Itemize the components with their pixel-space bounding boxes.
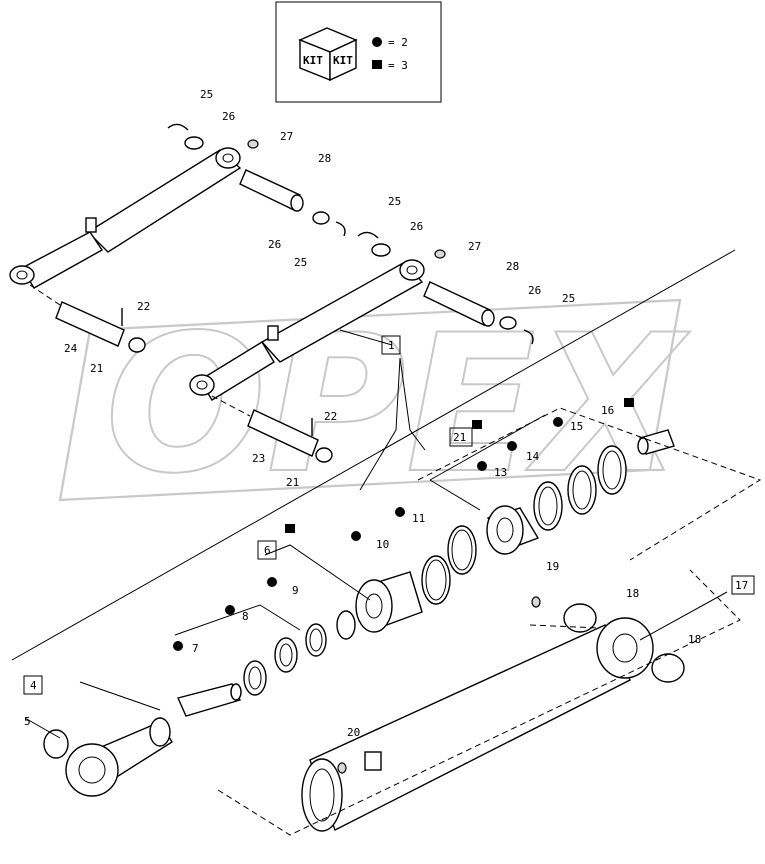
- circle-kit-icon: [372, 37, 382, 47]
- assembly-outline-upper: [417, 407, 762, 561]
- piston-11: [486, 505, 540, 555]
- callout-5: 5: [24, 715, 31, 728]
- callout-22a: 22: [137, 300, 150, 313]
- grease-20: [337, 762, 347, 774]
- callout-box-17: 17: [735, 579, 748, 592]
- callout-9: 9: [292, 584, 299, 597]
- callout-28b: 28: [506, 260, 519, 273]
- callout-16: 16: [601, 404, 614, 417]
- pin-24: [55, 301, 146, 353]
- callout-15: 15: [570, 420, 583, 433]
- callout-26d: 26: [528, 284, 541, 297]
- callout-28a: 28: [318, 152, 331, 165]
- callout-8: 8: [242, 610, 249, 623]
- callout-14: 14: [526, 450, 540, 463]
- callout-26b: 26: [268, 238, 281, 251]
- callout-18b: 18: [688, 633, 701, 646]
- wipers-7-8: [243, 610, 356, 696]
- kit-legend: KIT KIT = 2 = 3: [275, 1, 442, 103]
- kit-label-right: KIT: [333, 54, 353, 67]
- pin-28-upper: [239, 169, 304, 212]
- grease-19: [531, 596, 541, 608]
- callout-box-1: 1: [388, 339, 395, 352]
- callout-25b: 25: [294, 256, 307, 269]
- small-parts-lower: [357, 231, 534, 345]
- kit-markers: [173, 398, 634, 651]
- square-kit-label: = 3: [388, 59, 408, 72]
- callout-27a: 27: [280, 130, 293, 143]
- callout-22b: 22: [324, 410, 337, 423]
- leader-lines: [24, 329, 728, 739]
- callout-box-21: 21: [453, 431, 466, 444]
- watermark: OPEX: [58, 293, 692, 516]
- square-kit-icon: [372, 60, 382, 69]
- callout-23: 23: [252, 452, 265, 465]
- callout-13: 13: [494, 466, 507, 479]
- barrel-17: [301, 617, 654, 832]
- pin-28-lower: [423, 281, 495, 327]
- callout-25a: 25: [200, 88, 213, 101]
- callout-26a: 26: [222, 110, 235, 123]
- callout-21a: 21: [90, 362, 103, 375]
- callout-20: 20: [347, 726, 360, 739]
- callout-box-6: 6: [264, 544, 271, 557]
- section-divider: [11, 249, 736, 661]
- kit-box-icon: KIT KIT: [298, 27, 358, 82]
- callout-26c: 26: [410, 220, 423, 233]
- callout-19: 19: [546, 560, 559, 573]
- callout-10: 10: [376, 538, 389, 551]
- circle-kit-label: = 2: [388, 36, 408, 49]
- upper-cylinder-left: [9, 147, 242, 289]
- callout-7: 7: [192, 642, 199, 655]
- kit-label-left: KIT: [303, 54, 323, 67]
- rod-4: [43, 683, 242, 797]
- o-ring-10: [421, 525, 477, 605]
- callouts: 25 26 27 28 26 25 25 26 27 28 26 25 22 2…: [24, 88, 701, 739]
- callout-18a: 18: [626, 587, 639, 600]
- callout-11: 11: [412, 512, 425, 525]
- callout-25c: 25: [388, 195, 401, 208]
- callout-box-4: 4: [30, 679, 37, 692]
- gland-9: [355, 571, 423, 633]
- callout-27b: 27: [468, 240, 481, 253]
- small-parts-upper: [167, 123, 346, 237]
- bushings-18: [563, 603, 685, 683]
- upper-cylinder-right: [189, 259, 425, 401]
- seal-rings-13-15: [533, 445, 627, 531]
- assembly-outline-lower: [217, 569, 741, 836]
- callout-25d: 25: [562, 292, 575, 305]
- pin-23: [247, 409, 333, 463]
- callout-24: 24: [64, 342, 78, 355]
- callout-21b: 21: [286, 476, 299, 489]
- piston-16-bolt: [637, 429, 675, 455]
- boxed-callouts: 1 21 6 17 4: [23, 335, 755, 695]
